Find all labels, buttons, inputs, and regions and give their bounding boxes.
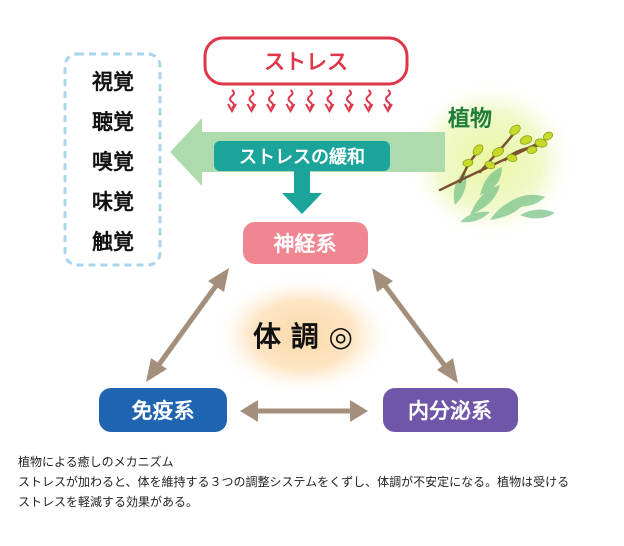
stress-wave-arrow bbox=[383, 89, 393, 114]
sense-taste: 味覚 bbox=[92, 190, 134, 214]
nervous-system-node bbox=[243, 222, 368, 264]
stress-wave-arrow bbox=[363, 89, 374, 114]
stress-wave-arrow bbox=[246, 89, 257, 114]
stress-wave-arrow bbox=[266, 89, 276, 114]
caption: 植物による癒しのメカニズム ストレスが加わると、体を維持する３つの調整システムを… bbox=[18, 452, 618, 512]
plant-illustration-icon bbox=[438, 124, 555, 223]
nervous-system-label: 神経系 bbox=[274, 232, 337, 256]
immune-system-label: 免疫系 bbox=[132, 399, 195, 423]
endocrine-system-label: 内分泌系 bbox=[408, 399, 492, 423]
sense-smell: 嗅覚 bbox=[92, 150, 134, 174]
arrow-immune-endocrine bbox=[240, 400, 368, 422]
senses-box bbox=[63, 52, 162, 267]
stress-wave-arrow bbox=[324, 89, 335, 114]
stress-wave-arrows bbox=[227, 89, 393, 114]
endocrine-system-node bbox=[383, 388, 518, 432]
health-status: 体 調 ◎ bbox=[253, 320, 353, 353]
triangle-arrows bbox=[146, 268, 458, 422]
sense-sight: 視覚 bbox=[91, 70, 134, 94]
plant-healing-diagram: ストレス bbox=[63, 36, 578, 432]
caption-title: 植物による癒しのメカニズム bbox=[18, 455, 174, 469]
sense-touch: 触覚 bbox=[92, 230, 134, 254]
center-glow bbox=[211, 273, 395, 397]
arrow-nervous-immune bbox=[146, 268, 229, 382]
stress-box bbox=[203, 36, 409, 86]
caption-line-2: ストレスを軽減する効果がある。 bbox=[18, 495, 199, 509]
senses-list: 視覚 聴覚 嗅覚 味覚 触覚 bbox=[91, 70, 134, 254]
stress-wave-arrow bbox=[285, 89, 296, 114]
relief-label: ストレスの緩和 bbox=[239, 146, 365, 168]
stress-wave-arrow bbox=[305, 89, 315, 114]
relief-label-bg bbox=[214, 141, 390, 171]
arrow-nervous-endocrine bbox=[372, 268, 458, 383]
immune-system-node bbox=[99, 388, 227, 432]
sense-hearing: 聴覚 bbox=[92, 110, 134, 134]
stress-wave-arrow bbox=[227, 89, 237, 114]
caption-line-1: ストレスが加わると、体を維持する３つの調整システムをくずし、体調が不安定になる。… bbox=[18, 475, 570, 489]
stress-label: ストレス bbox=[264, 50, 348, 74]
stress-wave-arrow bbox=[344, 89, 354, 114]
plant-label: 植物 bbox=[448, 106, 492, 132]
relief-down-arrow bbox=[282, 171, 322, 214]
